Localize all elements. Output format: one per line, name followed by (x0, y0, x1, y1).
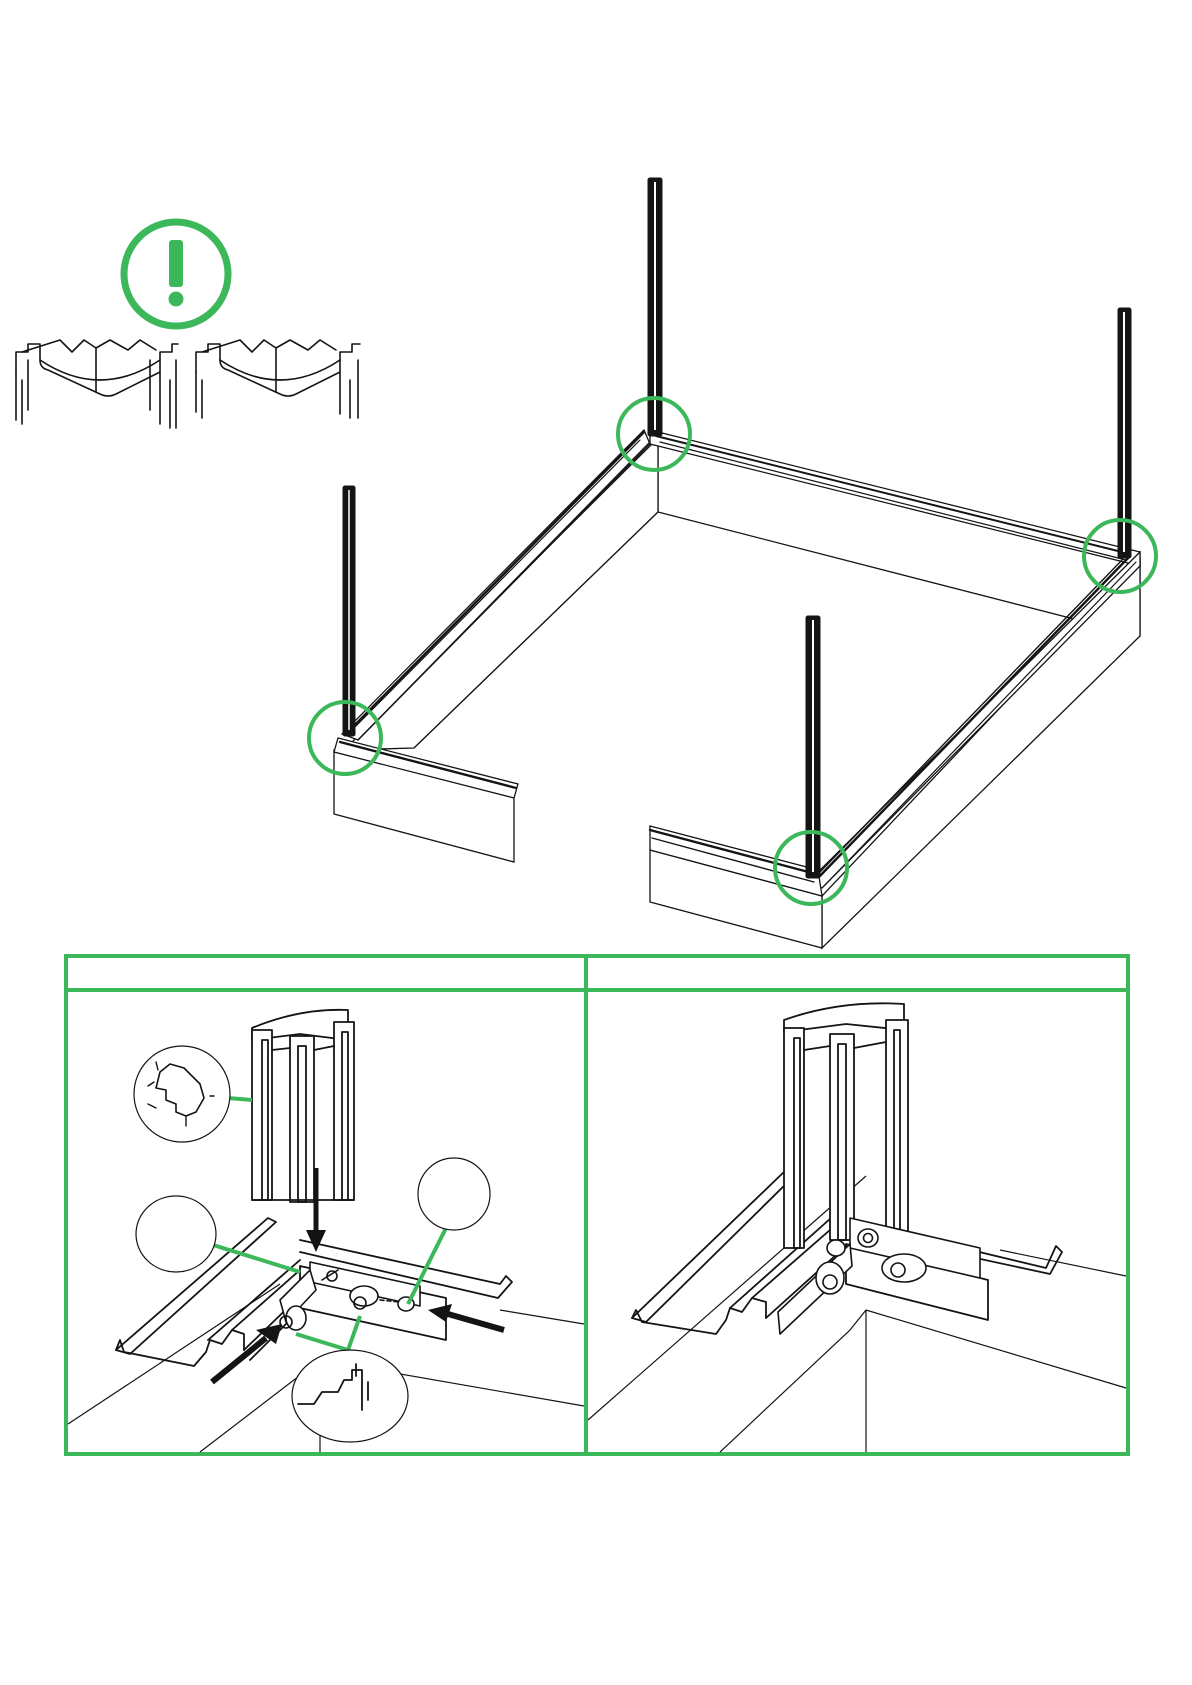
exclamation-dot (169, 292, 184, 307)
callout-bubble-empty-right (408, 1158, 490, 1304)
callout-bubble-profile-top (134, 1046, 252, 1142)
callout-bubble-profile-bottom (292, 1316, 408, 1442)
warning-icon-group (124, 222, 228, 326)
detail-panel-left (68, 1010, 584, 1452)
profile-sketch-left (16, 340, 178, 428)
profile-sketch-right (196, 340, 360, 418)
detail-frame (66, 956, 1128, 1454)
detail-panel-right (588, 1003, 1126, 1452)
exclamation-bar (169, 240, 183, 287)
push-arrow-icon (212, 1324, 282, 1382)
